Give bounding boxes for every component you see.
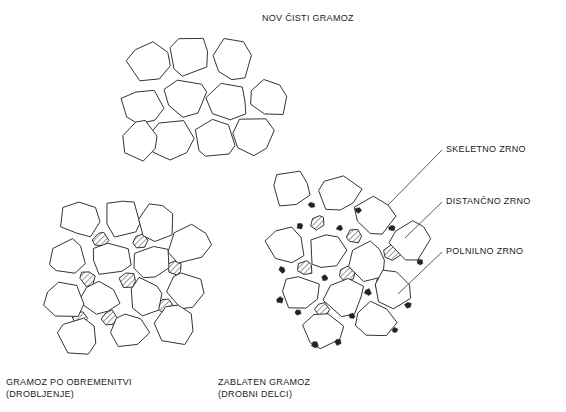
skeleton-grain bbox=[213, 39, 251, 80]
skeleton-grain bbox=[206, 83, 246, 119]
skeleton-grain bbox=[170, 38, 207, 76]
skeleton-grain bbox=[311, 235, 347, 268]
filler-grain bbox=[392, 327, 398, 332]
skeleton-grain bbox=[111, 314, 150, 346]
skeleton-grain bbox=[355, 301, 397, 335]
filler-grain bbox=[336, 225, 343, 231]
filler-grain bbox=[308, 202, 315, 207]
filler-grain bbox=[311, 342, 318, 348]
filler-grain bbox=[355, 208, 361, 214]
skeleton-grain bbox=[126, 42, 170, 81]
spacer-grain bbox=[311, 216, 324, 230]
filler-grain bbox=[417, 259, 423, 265]
filler-grain bbox=[279, 267, 285, 274]
spacer-grain bbox=[346, 230, 361, 243]
skeleton-grain bbox=[168, 224, 212, 263]
figure-caption: GRAMOZ PO OBREMENITVI (DROBLJENJE) bbox=[6, 376, 146, 400]
filler-grain bbox=[404, 302, 411, 308]
skeleton-grain bbox=[349, 241, 385, 282]
filler-grain bbox=[389, 225, 396, 231]
skeleton-grain bbox=[319, 176, 363, 210]
skeleton-grain bbox=[283, 277, 320, 308]
part-label: POLNILNO ZRNO bbox=[446, 245, 523, 257]
skeleton-grain bbox=[167, 273, 204, 309]
skeleton-grain bbox=[354, 196, 396, 234]
leader-line bbox=[388, 150, 442, 205]
skeleton-grain bbox=[50, 239, 86, 274]
filler-grain bbox=[295, 310, 301, 315]
grain-group bbox=[44, 38, 431, 354]
figure-title: NOV ČISTI GRAMOZ bbox=[262, 12, 354, 24]
skeleton-grain bbox=[123, 120, 157, 161]
skeleton-grain bbox=[303, 314, 344, 349]
filler-grain bbox=[277, 297, 284, 304]
skeleton-grain bbox=[57, 318, 95, 354]
skeleton-grain bbox=[121, 90, 164, 124]
filler-grain bbox=[364, 289, 371, 296]
filler-grain bbox=[335, 339, 341, 345]
filler-grain bbox=[322, 275, 328, 281]
skeleton-grain bbox=[251, 80, 287, 115]
filler-grain bbox=[297, 223, 303, 229]
skeleton-grain bbox=[61, 202, 100, 237]
figure-caption: ZABLATEN GRAMOZ (DROBNI DELCI) bbox=[218, 376, 330, 400]
skeleton-grain bbox=[274, 171, 310, 206]
skeleton-grain bbox=[323, 279, 364, 317]
skeleton-grain bbox=[44, 282, 84, 316]
spacer-grain bbox=[298, 261, 312, 275]
skeleton-grain bbox=[265, 227, 304, 263]
skeleton-grain bbox=[195, 119, 235, 156]
skeleton-grain bbox=[164, 80, 207, 117]
skeleton-grain bbox=[139, 204, 173, 242]
leader-line bbox=[398, 252, 442, 294]
leader-line bbox=[405, 202, 442, 238]
filler-grain bbox=[349, 313, 355, 318]
skeleton-grain bbox=[93, 243, 131, 274]
skeleton-grain bbox=[107, 201, 140, 237]
skeleton-grain bbox=[233, 119, 274, 156]
part-label: DISTANČNO ZRNO bbox=[446, 195, 531, 207]
skeleton-grain bbox=[131, 277, 162, 316]
skeleton-grain bbox=[151, 121, 194, 160]
spacer-grain bbox=[119, 273, 135, 288]
skeleton-grain bbox=[389, 221, 431, 260]
skeleton-grain bbox=[375, 270, 410, 309]
skeleton-grain bbox=[154, 305, 193, 344]
skeleton-grain bbox=[79, 281, 120, 314]
skeleton-grain bbox=[134, 247, 169, 278]
part-label: SKELETNO ZRNO bbox=[446, 143, 526, 155]
